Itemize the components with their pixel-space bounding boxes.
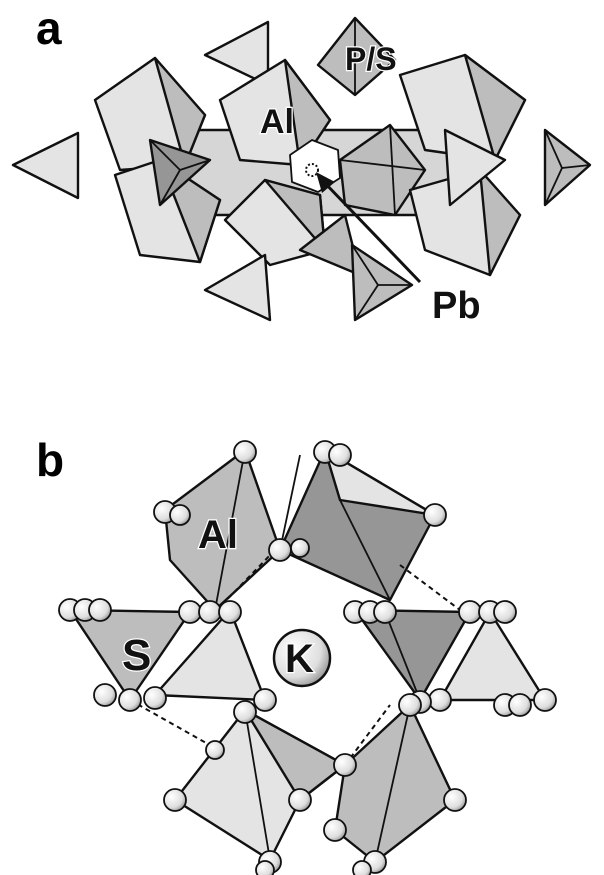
edge-line bbox=[389, 124, 396, 216]
pb-pointer-arrowhead bbox=[316, 172, 335, 193]
octahedron-left-upper-shade bbox=[153, 56, 207, 167]
oxygen-atom bbox=[423, 503, 447, 527]
edge-line bbox=[339, 159, 426, 171]
edge-line bbox=[279, 454, 301, 551]
dashed-contact bbox=[129, 699, 216, 749]
oxygen-atom bbox=[508, 693, 532, 717]
oxygen-atom bbox=[493, 600, 517, 624]
oxygen-atom bbox=[218, 600, 242, 624]
oxygen-atom bbox=[93, 683, 117, 707]
oxygen-atom bbox=[533, 688, 557, 712]
oxygen-atom bbox=[233, 440, 257, 464]
panel-a-polyhedra bbox=[11, 16, 592, 322]
oxygen-atom bbox=[352, 860, 372, 875]
oxygen-atom bbox=[255, 860, 275, 875]
edge-line bbox=[354, 284, 379, 321]
oxygen-atom bbox=[205, 740, 225, 760]
tetrahedron-left-front bbox=[153, 608, 267, 702]
panel-b-atoms bbox=[58, 440, 557, 875]
dashed-contact bbox=[344, 704, 391, 766]
label-al-b: Al bbox=[198, 513, 238, 557]
panel-a-letter: a bbox=[36, 2, 62, 54]
oxygen-atom bbox=[458, 600, 482, 624]
k-cation-sphere bbox=[272, 628, 332, 688]
pb-site-marker bbox=[305, 163, 319, 177]
tetrahedron-bottom-right bbox=[350, 243, 414, 322]
edge-line bbox=[544, 129, 563, 169]
octahedron-right-upper-shade bbox=[463, 53, 527, 162]
panel-b: b bbox=[36, 434, 557, 875]
edge-line bbox=[384, 611, 421, 701]
oxygen-atom bbox=[88, 598, 112, 622]
edge-line bbox=[351, 244, 379, 286]
oxygen-atom bbox=[178, 600, 202, 624]
oxygen-atom bbox=[428, 688, 452, 712]
oxygen-atom bbox=[288, 788, 312, 812]
edge-line bbox=[149, 139, 181, 171]
oxygen-atom bbox=[163, 788, 187, 812]
label-s: S bbox=[122, 631, 151, 680]
edge-line bbox=[544, 167, 563, 206]
oxygen-atom bbox=[233, 700, 257, 724]
oxygen-atom bbox=[268, 538, 292, 562]
oxygen-atom bbox=[373, 600, 397, 624]
edge-line bbox=[159, 169, 181, 206]
tetrahedron-right-back bbox=[353, 608, 472, 702]
edge-line bbox=[561, 164, 591, 169]
edge-line bbox=[179, 159, 211, 171]
oxygen-atom bbox=[443, 788, 467, 812]
tetrahedron-left bbox=[11, 131, 80, 200]
edge-line bbox=[214, 449, 246, 611]
octahedron-upper-right-face bbox=[323, 448, 437, 517]
panel-b-letter: b bbox=[36, 434, 64, 486]
oxygen-atom bbox=[333, 753, 357, 777]
label-k: K bbox=[285, 637, 314, 681]
edge-line bbox=[244, 709, 271, 861]
octahedron-center-lower-shade bbox=[263, 178, 327, 252]
label-al-a: Al bbox=[260, 103, 294, 141]
tetrahedron-s-left bbox=[68, 608, 192, 702]
octahedron-lower-right bbox=[333, 703, 457, 864]
oxygen-atom bbox=[118, 688, 142, 712]
dashed-contact bbox=[399, 564, 461, 611]
tetrahedron-right-front bbox=[438, 610, 547, 702]
octahedron-right-lower-shade bbox=[478, 168, 522, 277]
oxygen-atom bbox=[328, 443, 352, 467]
oxygen-atom bbox=[143, 686, 167, 710]
tetrahedron-top-ps bbox=[316, 16, 397, 97]
dashed-contacts bbox=[129, 549, 461, 766]
oxygen-atom bbox=[398, 693, 422, 717]
tetrahedron-bottom-left bbox=[203, 253, 272, 322]
label-ps: P/S bbox=[345, 41, 397, 77]
edge-line bbox=[374, 704, 411, 863]
tetrahedron-right-mid bbox=[443, 128, 507, 207]
pb-pointer-line bbox=[320, 178, 422, 284]
panel-a: a bbox=[11, 2, 592, 328]
octahedron-lower-left-shade bbox=[243, 708, 347, 802]
oxygen-atom bbox=[253, 688, 277, 712]
oxygen-atom bbox=[323, 818, 347, 842]
oxygen-atom bbox=[290, 538, 310, 558]
edge-line bbox=[339, 499, 391, 601]
label-pb: Pb bbox=[432, 285, 481, 327]
oxygen-atom bbox=[198, 600, 222, 624]
oxygen-atom bbox=[169, 504, 191, 526]
tetrahedron-top-left bbox=[203, 20, 270, 87]
octahedron-al-upper-left bbox=[163, 448, 282, 612]
